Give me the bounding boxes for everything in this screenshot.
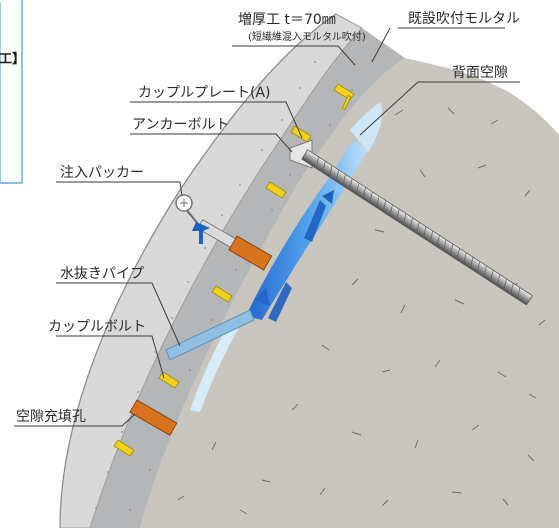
legend-frame: 工】 bbox=[0, 0, 25, 184]
couple-marker bbox=[265, 181, 287, 199]
label-existing-mortar: 既設吹付モルタル bbox=[408, 11, 520, 27]
label-injection-packer: 注入パッカー bbox=[60, 165, 144, 181]
label-thickening: 増厚工 t＝70㎜ bbox=[238, 12, 336, 28]
label-void-fill-hole: 空隙充填孔 bbox=[16, 409, 86, 425]
label-anchor-bolt: アンカーボルト bbox=[132, 117, 229, 133]
anchor-bolt bbox=[289, 139, 534, 306]
back-void-upper bbox=[350, 102, 383, 152]
existing-mortar-layer bbox=[90, 28, 405, 528]
label-thickening-sub: (短繊維混入モルタル吹付) bbox=[248, 30, 366, 43]
couple-marker bbox=[158, 371, 180, 389]
leader-lines bbox=[14, 27, 520, 427]
label-back-void: 背面空隙 bbox=[452, 65, 508, 81]
drain-pipe bbox=[165, 309, 255, 361]
label-group: 増厚工 t＝70㎜ (短繊維混入モルタル吹付) 既設吹付モルタル 背面空隙 カッ… bbox=[16, 11, 520, 425]
injection-packer bbox=[175, 194, 273, 271]
label-drain-pipe: 水抜きパイプ bbox=[60, 266, 144, 282]
label-couple-plate: カップルプレート(A) bbox=[138, 85, 271, 101]
couple-marker bbox=[211, 285, 233, 303]
wet-zone bbox=[190, 320, 242, 412]
injection-arrow bbox=[192, 222, 210, 244]
void-fill-pipe bbox=[129, 399, 178, 436]
rock-mass bbox=[140, 58, 559, 528]
couple-markers bbox=[113, 83, 355, 457]
couple-marker bbox=[113, 439, 135, 457]
label-couple-bolt: カップルボルト bbox=[48, 319, 146, 335]
back-void-water bbox=[246, 140, 368, 320]
corner-bracket-text: 工】 bbox=[0, 51, 25, 67]
couple-marker bbox=[333, 83, 355, 111]
thickening-outer-face bbox=[59, 13, 337, 528]
flow-arrows bbox=[254, 190, 334, 322]
